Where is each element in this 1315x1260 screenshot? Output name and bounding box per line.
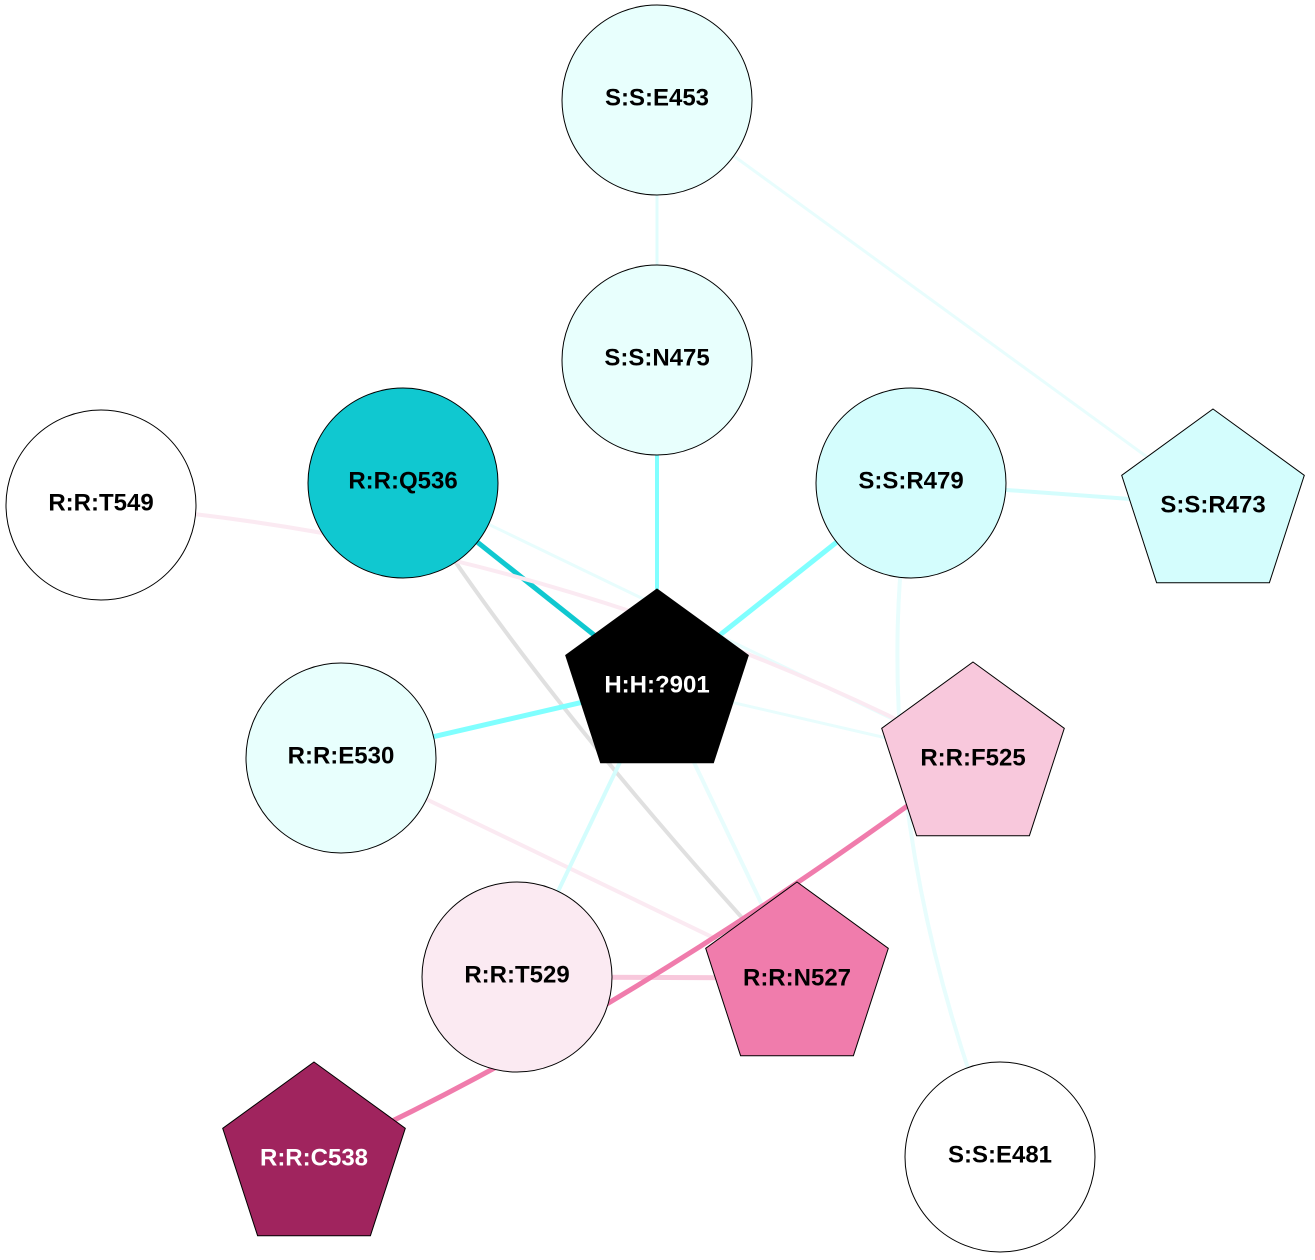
- node-label: S:S:E481: [948, 1142, 1052, 1169]
- node-circle: [904, 1061, 1096, 1253]
- node-h901[interactable]: H:H:?901: [565, 588, 749, 764]
- node-r479[interactable]: S:S:R479: [815, 387, 1007, 579]
- edge-t549-f525: [100, 503, 974, 760]
- node-label: R:R:F525: [920, 745, 1025, 772]
- node-pentagon: [222, 1061, 406, 1237]
- node-label: S:S:R473: [1160, 492, 1265, 519]
- node-label: R:R:N527: [743, 965, 851, 992]
- node-r473[interactable]: S:S:R473: [1121, 408, 1305, 584]
- node-label: S:S:N475: [604, 345, 709, 372]
- node-n475[interactable]: S:S:N475: [561, 264, 753, 456]
- node-pentagon: [881, 661, 1065, 837]
- edge-f525-c538: [312, 755, 975, 1161]
- edge-e453-r473: [656, 98, 1214, 507]
- node-circle: [561, 4, 753, 196]
- node-t549[interactable]: R:R:T549: [5, 409, 197, 601]
- node-label: R:R:E530: [288, 743, 395, 770]
- node-q536[interactable]: R:R:Q536: [307, 387, 499, 579]
- node-pentagon: [705, 881, 889, 1057]
- node-pentagon: [1121, 408, 1305, 584]
- node-label: S:S:R479: [858, 468, 963, 495]
- node-f525[interactable]: R:R:F525: [881, 661, 1065, 837]
- node-circle: [561, 264, 753, 456]
- node-label: R:R:T549: [48, 490, 153, 517]
- node-e453[interactable]: S:S:E453: [561, 4, 753, 196]
- node-circle: [245, 662, 437, 854]
- node-pentagon: [565, 588, 749, 764]
- node-n527[interactable]: R:R:N527: [705, 881, 889, 1057]
- node-circle: [815, 387, 1007, 579]
- node-t529[interactable]: R:R:T529: [421, 881, 613, 1073]
- node-label: R:R:T529: [464, 962, 569, 989]
- node-e530[interactable]: R:R:E530: [245, 662, 437, 854]
- node-circle: [421, 881, 613, 1073]
- node-label: R:R:Q536: [348, 468, 457, 495]
- node-circle: [307, 387, 499, 579]
- node-c538[interactable]: R:R:C538: [222, 1061, 406, 1237]
- node-label: R:R:C538: [260, 1145, 368, 1172]
- node-label: H:H:?901: [604, 672, 709, 699]
- node-e481[interactable]: S:S:E481: [904, 1061, 1096, 1253]
- node-circle: [5, 409, 197, 601]
- node-label: S:S:E453: [605, 85, 709, 112]
